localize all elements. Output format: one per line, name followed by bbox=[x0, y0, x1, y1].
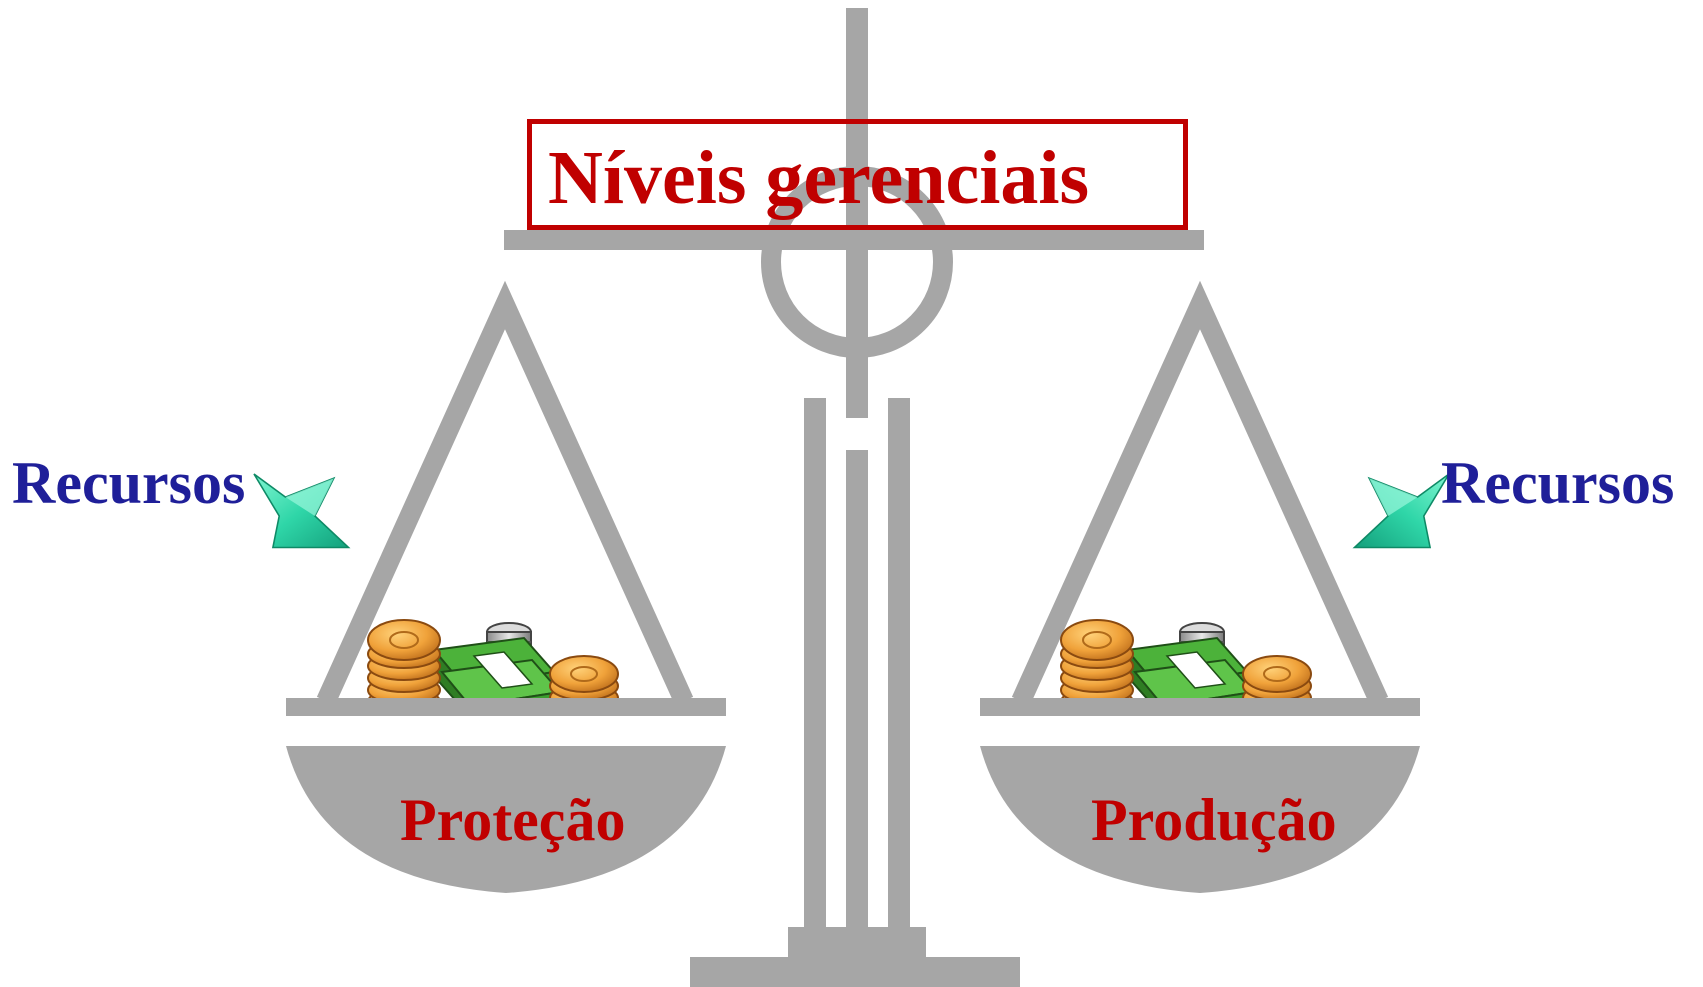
left-pan-mask bbox=[286, 716, 726, 746]
right-pan-bar bbox=[980, 698, 1420, 716]
title-box bbox=[527, 119, 1188, 230]
left-pan-bowl bbox=[286, 746, 726, 893]
right-pan-mask bbox=[980, 716, 1420, 746]
scale-beam bbox=[504, 230, 1204, 250]
scale-column-right bbox=[888, 398, 910, 933]
scale-pivot-ring bbox=[761, 166, 953, 358]
scale-column-center bbox=[846, 450, 868, 933]
left-pan bbox=[286, 280, 726, 893]
left-pan-strings bbox=[316, 280, 694, 706]
right-arrow-icon bbox=[1353, 473, 1450, 549]
right-pan bbox=[980, 280, 1420, 893]
diagram-title: Níveis gerenciais bbox=[548, 136, 1090, 220]
right-pan-label: Produção bbox=[1091, 787, 1337, 853]
scale-base-lower bbox=[690, 957, 1020, 987]
left-resources-label: Recursos bbox=[12, 450, 246, 516]
scale-base-upper bbox=[788, 927, 926, 957]
right-resources-label: Recursos bbox=[1441, 450, 1675, 516]
right-pan-bowl bbox=[980, 746, 1420, 893]
left-arrow-icon bbox=[253, 473, 350, 549]
scale-column-left bbox=[804, 398, 826, 933]
right-pan-strings bbox=[1011, 280, 1389, 706]
left-pan-bar bbox=[286, 698, 726, 716]
left-pan-label: Proteção bbox=[400, 787, 626, 853]
scale-top-post bbox=[846, 8, 868, 418]
